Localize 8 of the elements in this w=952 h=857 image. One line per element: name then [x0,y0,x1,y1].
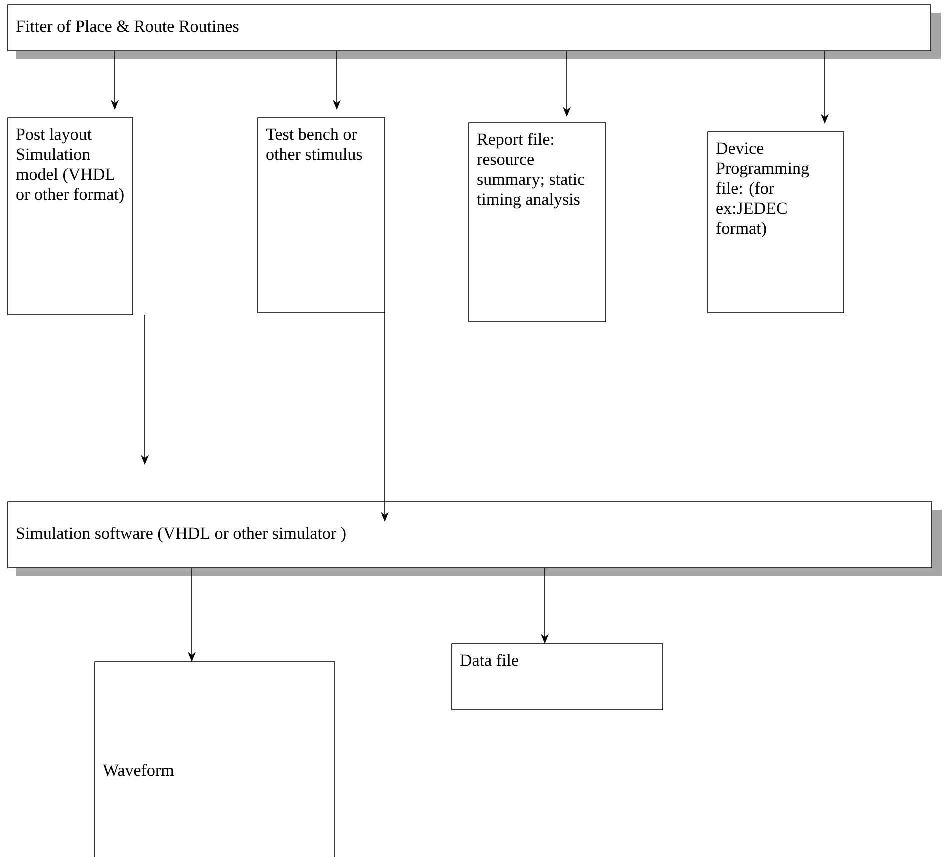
process-box: Simulation software (VHDL or other simulator ) [8,502,932,568]
process-box: Waveform [94,662,336,857]
process-box: Report file: resource summary; static timing analysis [468,122,606,322]
process-box: Fitter of Place & Route Routines [8,4,932,52]
process-box: Post layout Simulation model (VHDL or other format) [8,118,134,316]
process-box: Test bench or other stimulus [258,118,386,314]
process-box: Data file [452,644,664,710]
process-box: Device Programming file: (for ex:JEDEC format) [708,132,844,314]
